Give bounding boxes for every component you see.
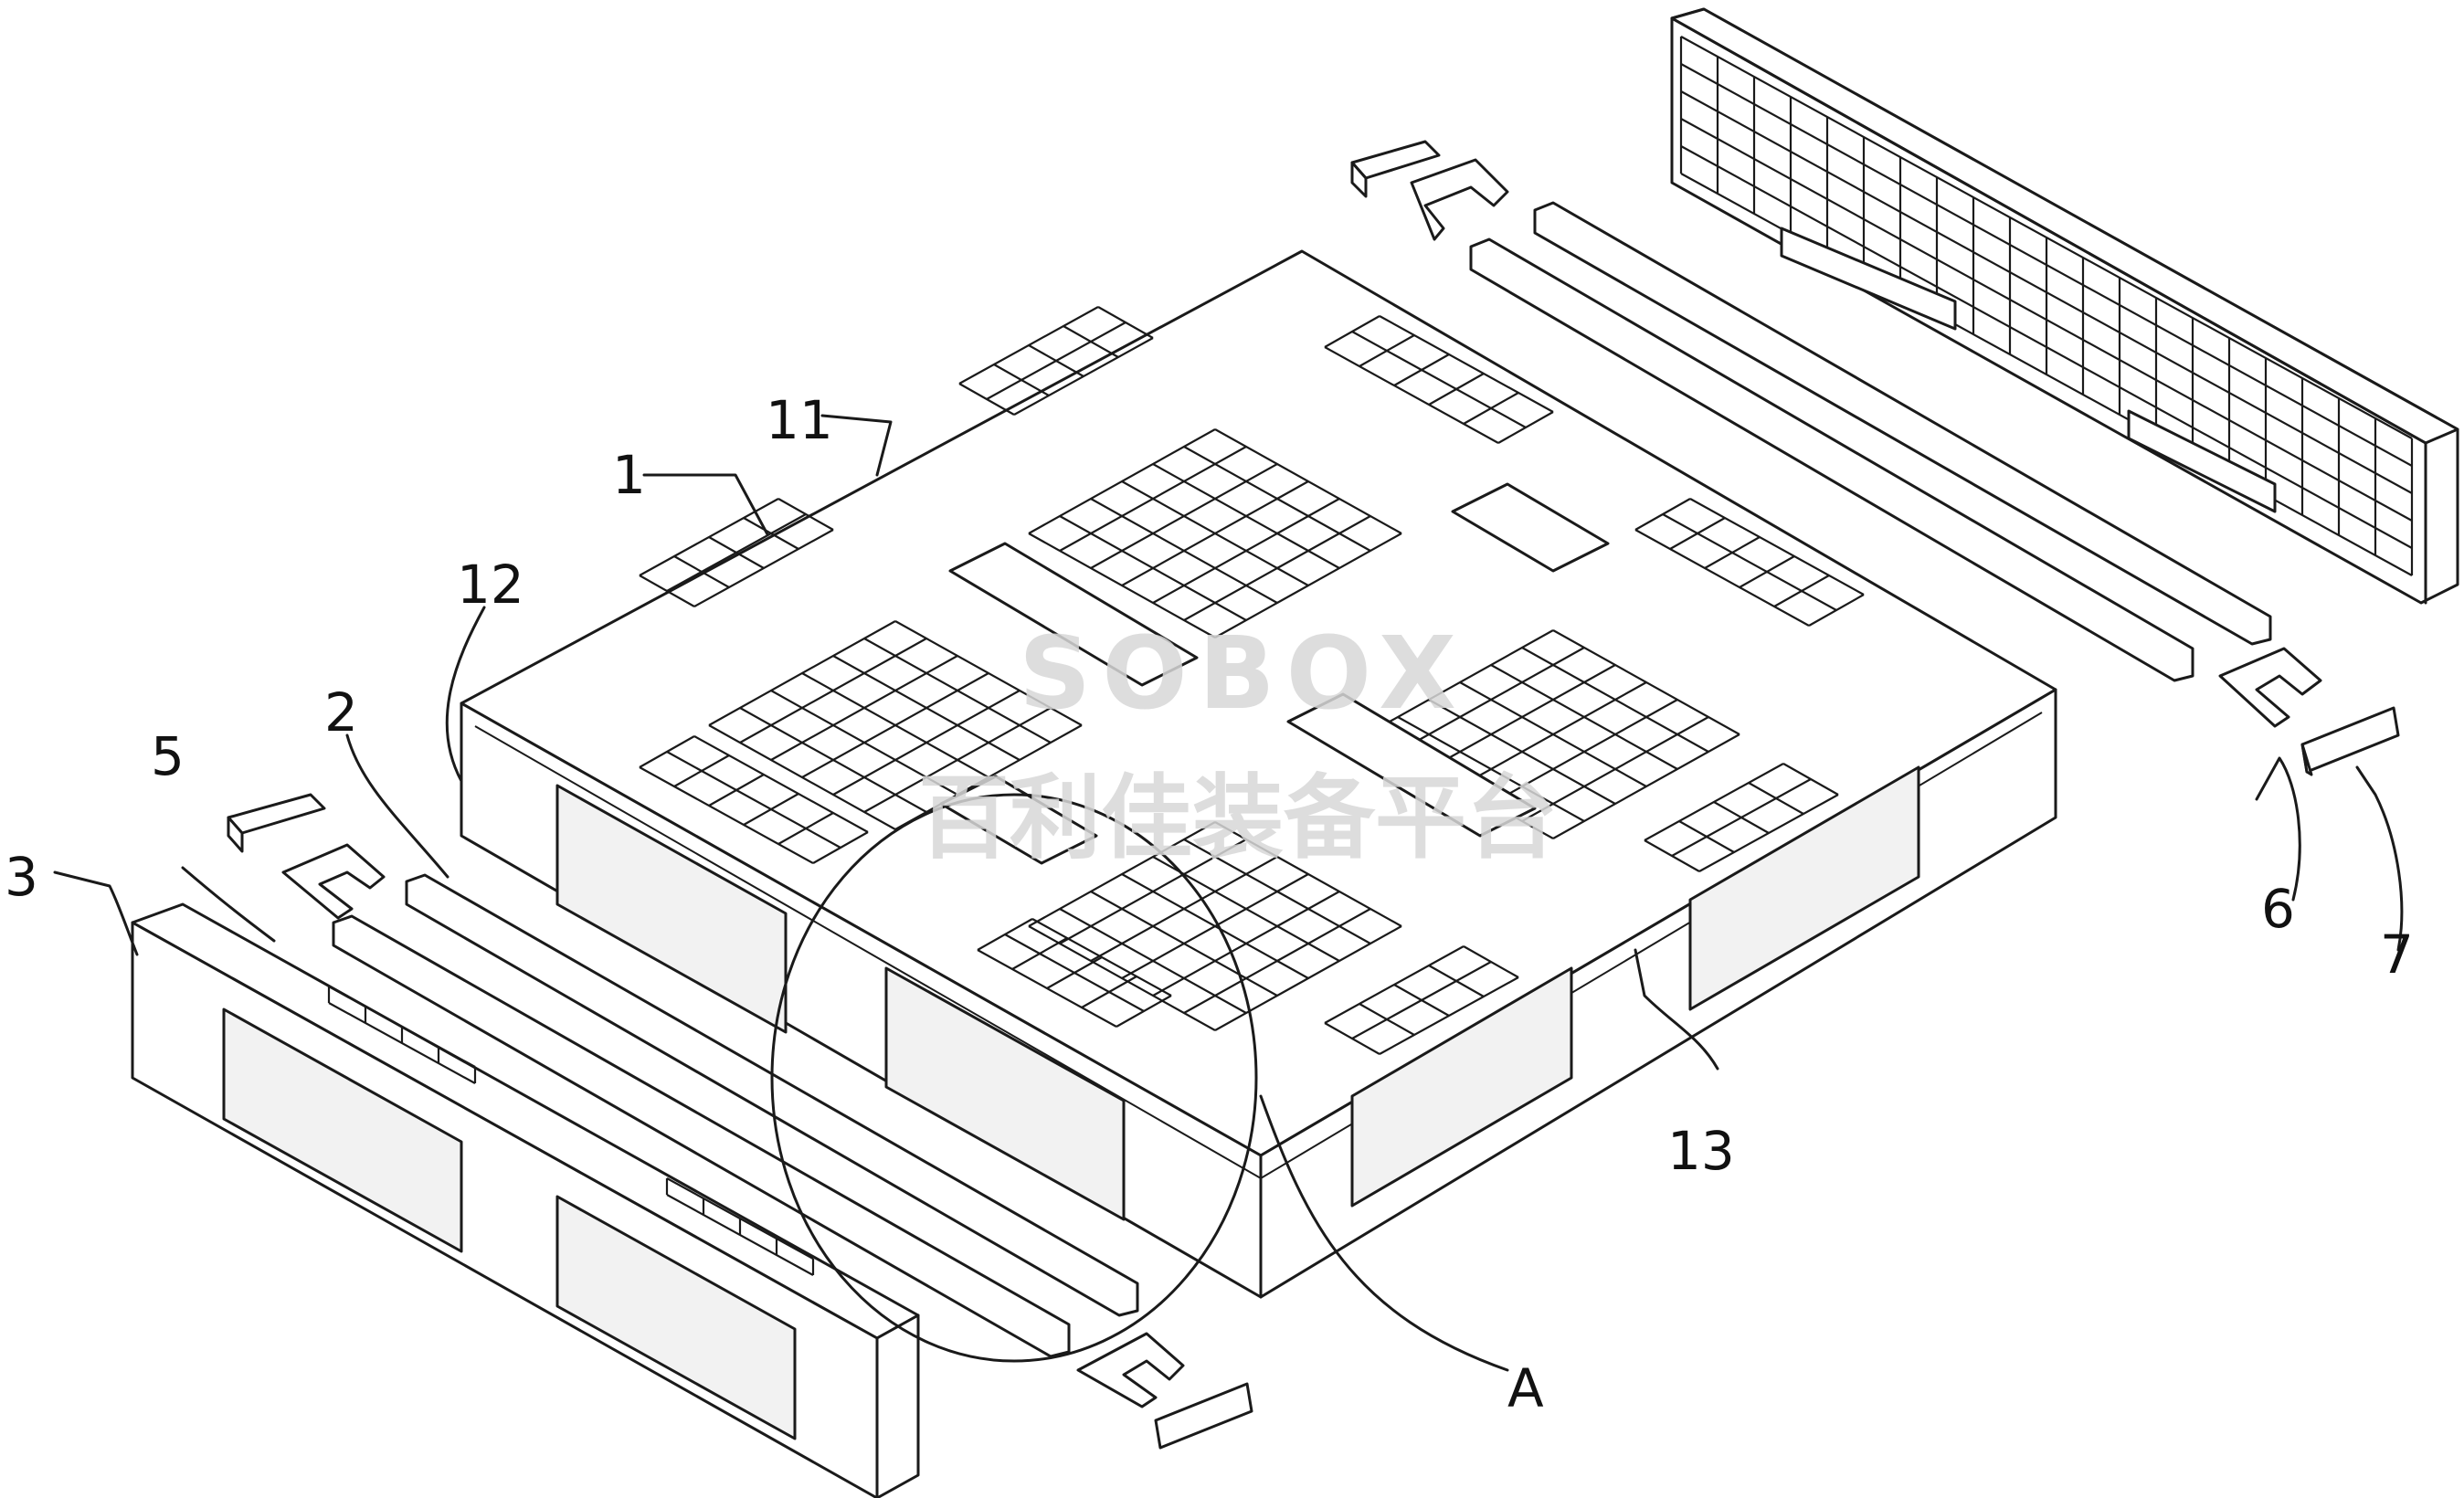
watermark: SOBOX 百利佳装备平台 (918, 615, 1558, 871)
deck-edge-se-line (1671, 778, 1812, 857)
deck-panel-right-line (1552, 629, 1740, 735)
deck-panel-left-line (894, 620, 1083, 726)
deck-panel-front-line (1028, 925, 1216, 1031)
front-runner-cell-line (666, 1194, 814, 1276)
deck-panel-top-line (1090, 498, 1278, 604)
deck-panel-front-line (1121, 873, 1309, 979)
deck-edge-n-line (1324, 346, 1499, 444)
deck-panel-top-line (1152, 463, 1340, 569)
deck-edge-nw-line (1013, 337, 1154, 416)
deck-edge-ne-line (1662, 513, 1837, 611)
deck-panel-left-line (863, 638, 1052, 744)
deck-edge-sw-line (693, 735, 869, 833)
label-1: 1 (612, 444, 646, 506)
front-runner-cell-line (328, 1002, 476, 1084)
label-7: 7 (2380, 923, 2414, 986)
deck-panel-left-line (801, 672, 989, 778)
front-runner (131, 902, 920, 1498)
deck-edge-n-line (1351, 331, 1527, 428)
rear-cell-line (1680, 36, 2413, 439)
deck-panel-top-line (1183, 446, 1371, 552)
deck-edge-s2-line (1004, 934, 1145, 1012)
rear-bar (1469, 201, 2272, 682)
part-labels: 1 11 12 2 3 5 6 7 13 A (5, 389, 2414, 1419)
deck-edge-s2-line (977, 949, 1117, 1028)
deck-edge-s-line (1379, 976, 1519, 1055)
front-clip-right (1076, 1332, 1253, 1450)
deck-panel-left-line (739, 707, 927, 813)
deck-panel-front-line (1059, 908, 1247, 1014)
label-a: A (1507, 1357, 1544, 1419)
label-13: 13 (1667, 1120, 1735, 1182)
detail-circle-a (770, 793, 1258, 1363)
label-3: 3 (5, 846, 38, 908)
deck-edge-nw-line (986, 322, 1126, 400)
deck-edge-s2-line (1031, 918, 1172, 997)
deck-panel-top-line (1028, 533, 1216, 638)
deck-panel-top-line (1214, 428, 1402, 534)
label-2: 2 (324, 681, 358, 744)
rear-clip-right (2218, 647, 2400, 776)
label-6: 6 (2261, 878, 2295, 940)
deck-edge-sw-line (666, 751, 841, 849)
deck-edge-n-line (1379, 315, 1554, 413)
deck-edge-ne-line (1689, 498, 1865, 596)
deck-panel-left-line (770, 690, 958, 796)
rear-runner (1670, 7, 2459, 605)
deck-edge-nw-line (958, 306, 1099, 385)
deck-panel-top-line (1059, 515, 1247, 621)
leader-lines (53, 414, 2404, 1372)
deck-panel-left-line (708, 724, 896, 830)
rear-clip-left (1350, 140, 1509, 241)
deck-edge-sw-line (639, 766, 814, 864)
deck-edge-s-line (1324, 945, 1465, 1024)
deck-panel-top-line (1121, 480, 1309, 586)
deck-edge-ne-line (1634, 529, 1810, 627)
deck-edge-w-line (693, 529, 834, 607)
watermark-line2: 百利佳装备平台 (918, 765, 1558, 871)
label-5: 5 (151, 725, 185, 787)
deck-panel-right-line (1397, 716, 1585, 822)
rear-cell-line (1680, 145, 2413, 549)
deck-panel-right-line (1490, 664, 1678, 770)
label-11: 11 (766, 389, 833, 451)
deck-panel-front-line (1214, 821, 1402, 927)
deck-edge-se-line (1644, 763, 1784, 841)
front-clip-left (227, 793, 386, 920)
front-runner-cell-line (328, 986, 476, 1068)
watermark-line1: SOBOX (1019, 615, 1467, 732)
rear-cell-line (1680, 63, 2413, 467)
deck-panel-left-line (832, 655, 1020, 761)
front-runner-cell-line (666, 1177, 814, 1260)
deck-panel-right-line (1521, 647, 1709, 753)
deck-edge-se-line (1698, 794, 1839, 872)
rear-cell-line (1680, 118, 2413, 522)
deck-edge-s-line (1351, 961, 1492, 1039)
deck-panel-front-line (1090, 891, 1278, 997)
deck-panel-right-line (1428, 699, 1616, 805)
deck-panel-right-line (1459, 681, 1647, 787)
rear-cell-line (1680, 90, 2413, 494)
pallet-body (460, 249, 2057, 1299)
label-12: 12 (457, 554, 524, 616)
deck-edge-w-line (666, 513, 807, 592)
deck-panel-front-line (1183, 839, 1371, 944)
